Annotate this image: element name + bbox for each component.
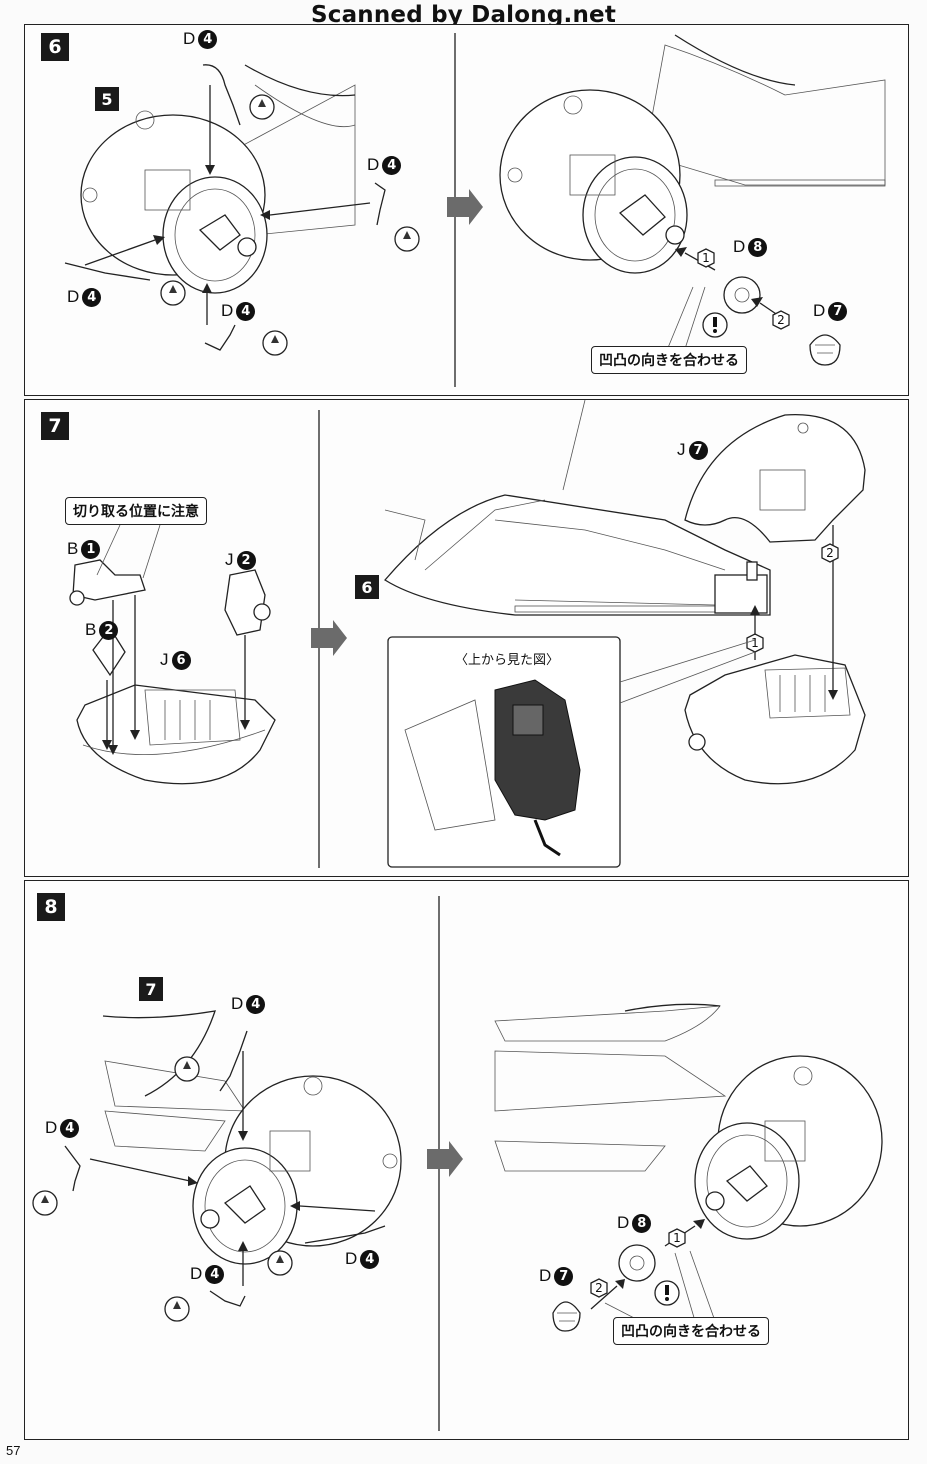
sequence-1: 1 (673, 1231, 681, 1245)
cut-note: 切り取る位置に注意 (65, 497, 207, 525)
right-arrow-icon (311, 620, 347, 656)
watermark: Scanned by Dalong.net (310, 2, 617, 28)
engine-pod-left (80, 64, 356, 294)
sequence-1: 1 (702, 251, 710, 265)
fuselage-assembly (384, 400, 771, 616)
step-8-number: 8 (37, 893, 65, 921)
step-7-number: 7 (41, 412, 69, 440)
engine-pod-assembled (499, 34, 886, 274)
step-7-ref-step: 6 (355, 575, 379, 599)
caution-note: 凹凸の向きを合わせる (613, 1317, 769, 1345)
glue-drop-icon (164, 1296, 190, 1322)
sequence-2: 2 (595, 1281, 603, 1295)
page-number: 57 (6, 1443, 21, 1458)
right-arrow-icon (447, 189, 483, 225)
caution-note: 凹凸の向きを合わせる (591, 346, 747, 374)
step-6-number: 6 (41, 33, 69, 61)
glue-drop-icon (249, 94, 275, 120)
sequence-2: 2 (826, 546, 834, 560)
glue-drop-icon (32, 1190, 58, 1216)
step-6-ref-step: 5 (95, 87, 119, 111)
step-6-panel: 6 5 (24, 24, 909, 396)
glue-drop-icon (174, 1056, 200, 1082)
sequence-1: 1 (751, 636, 759, 650)
glue-drop-icon (160, 280, 186, 306)
step-7-illustration (69, 400, 866, 868)
exclamation-icon (654, 1280, 680, 1306)
exclamation-icon (702, 312, 728, 338)
step-8-ref-step: 7 (139, 977, 163, 1001)
sequence-2: 2 (777, 313, 785, 327)
glue-drop-icon (267, 1250, 293, 1276)
inset-title: 〈上から見た図〉 (455, 653, 560, 668)
right-arrow-icon (427, 1141, 463, 1177)
step-7-panel: 7 6 (24, 399, 909, 877)
step-6-illustration (64, 33, 886, 387)
top-view-inset (404, 679, 581, 857)
glue-drop-icon (394, 226, 420, 252)
step-8-illustration (32, 896, 883, 1431)
step-8-panel: 8 7 (24, 880, 909, 1440)
glue-drop-icon (262, 330, 288, 356)
